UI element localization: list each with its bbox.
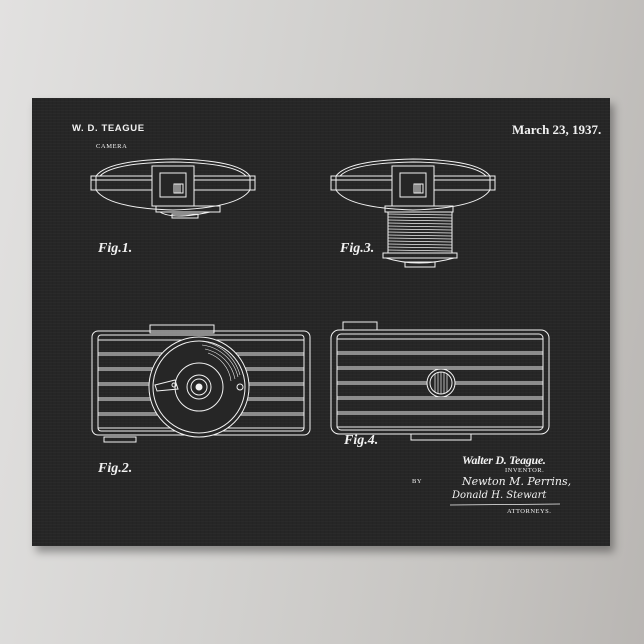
patent-date: March 23, 1937. xyxy=(512,122,602,137)
patent-poster: W. D. TEAGUE CAMERA March 23, 1937. Fig.… xyxy=(32,98,610,546)
fig3-drawing xyxy=(328,158,498,278)
fig3-label: Fig.3. xyxy=(340,241,375,256)
fig4-label: Fig.4. xyxy=(344,433,379,448)
by-label: BY xyxy=(412,478,423,485)
attorney-signature-1: Newton M. Perrins, xyxy=(462,475,572,488)
attorney-signature-2: Donald H. Stewart xyxy=(452,490,547,501)
fig1-label: Fig.1. xyxy=(98,241,133,256)
fig2-drawing xyxy=(90,323,312,438)
patent-subject: CAMERA xyxy=(96,143,128,150)
fig2-label: Fig.2. xyxy=(98,461,133,476)
fig4-drawing xyxy=(329,322,551,442)
inventor-signature: Walter D. Teague. xyxy=(462,453,546,467)
inventor-name: W. D. TEAGUE xyxy=(72,123,145,134)
attorneys-role-label: ATTORNEYS. xyxy=(507,508,552,515)
signature-underline xyxy=(450,503,560,507)
inventor-role-label: INVENTOR. xyxy=(505,467,545,474)
fig1-drawing xyxy=(88,158,258,218)
